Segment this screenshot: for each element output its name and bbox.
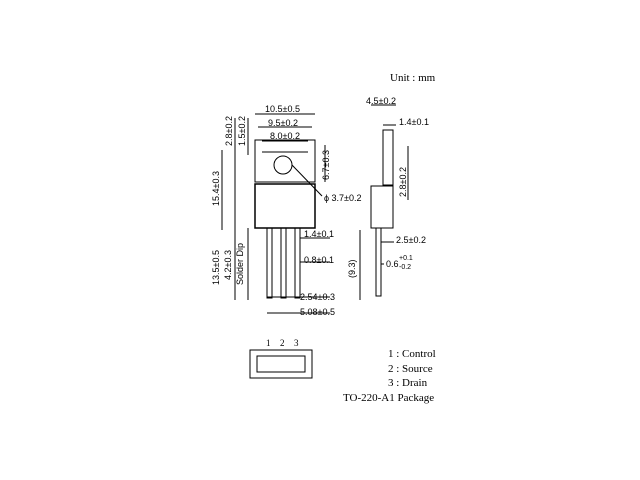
- solder-dip-dim: 4.2±0.3: [223, 250, 233, 280]
- package-name: TO-220-A1 Package: [343, 392, 435, 404]
- lead-3: [294, 227, 301, 299]
- pin-number-2: 2: [280, 338, 285, 348]
- body-width-dim: 10.5±0.5: [265, 104, 300, 114]
- side-tab-dim: 1.4±0.1: [399, 117, 429, 127]
- side-height-dim: 2.8±0.2: [398, 167, 408, 197]
- top-offset-1-dim: 2.8±0.2: [224, 116, 234, 146]
- hole-diameter-dim: ϕ 3.7±0.2: [324, 193, 362, 203]
- lead-width-2-dim: 0.8±0.1: [304, 255, 334, 265]
- side-bend-dim: (9.3): [347, 259, 357, 278]
- side-lead-dim: 2.5±0.2: [396, 235, 426, 245]
- pitch-dim: 2.54±0.3: [300, 292, 335, 302]
- side-tab: [382, 129, 394, 186]
- end-view-body: [249, 349, 313, 379]
- end-view-inner: [256, 355, 306, 373]
- front-body: [254, 183, 316, 229]
- side-lead-tol-plus: +0.1: [399, 255, 413, 262]
- hole-span-dim: 8.0±0.2: [270, 131, 300, 141]
- side-lead: [375, 227, 382, 297]
- tab-height-dim: 6.7±0.3: [321, 150, 331, 180]
- pin-legend-3: 3 : Drain: [388, 377, 428, 389]
- side-lead-thickness-dim: 0.6: [386, 259, 399, 269]
- pitch-total-dim: 5.08±0.5: [300, 307, 335, 317]
- solder-dip-label: Solder Dip: [235, 242, 245, 285]
- lead-2: [280, 227, 287, 299]
- lead-length-dim: 13.5±0.5: [211, 250, 221, 285]
- lead-width-1-dim: 1.4±0.1: [304, 229, 334, 239]
- overall-height-dim: 15.4±0.3: [211, 171, 221, 206]
- tab-width-dim: 9.5±0.2: [268, 118, 298, 128]
- side-lead-tol-minus: -0.2: [399, 264, 412, 271]
- pin-legend-1: 1 : Control: [388, 348, 436, 360]
- pin-legend-2: 2 : Source: [388, 363, 433, 375]
- unit-label: Unit : mm: [390, 72, 436, 84]
- pin-number-3: 3: [294, 338, 299, 348]
- top-offset-2-dim: 1.5±0.2: [237, 116, 247, 146]
- side-thickness-dim: 4.5±0.2: [366, 96, 396, 106]
- pin-number-1: 1: [266, 338, 271, 348]
- front-tab: [254, 139, 316, 183]
- mounting-hole: [273, 155, 293, 175]
- lead-1: [266, 227, 273, 299]
- side-body: [370, 185, 394, 229]
